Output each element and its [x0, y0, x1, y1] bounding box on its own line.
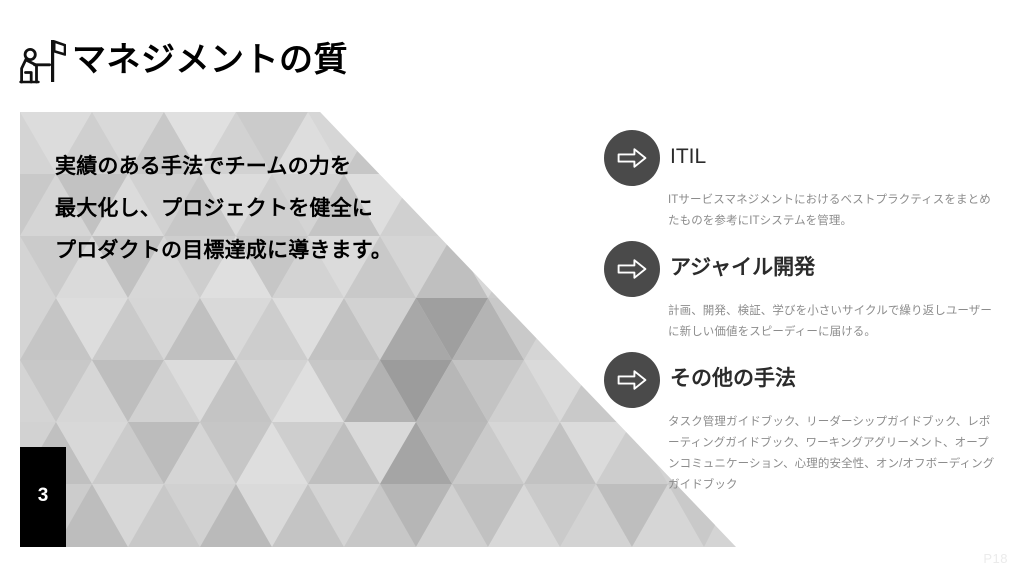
method-list: ITIL ITサービスマネジメントにおけるベストプラクティスをまとめたものを参考… [604, 130, 1004, 505]
method-description: タスク管理ガイドブック、リーダーシップガイドブック、レポーティングガイドブック、… [668, 416, 995, 491]
arrow-right-icon [604, 241, 660, 297]
method-header: ITIL [604, 130, 1004, 186]
method-item-other[interactable]: その他の手法 タスク管理ガイドブック、リーダーシップガイドブック、レポーティング… [604, 352, 1004, 496]
method-title: アジャイル開発 [670, 256, 816, 279]
page-title: マネジメントの質 [72, 41, 348, 79]
method-description: ITサービスマネジメントにおけるベストプラクティスをまとめたものを参考にITシス… [668, 194, 991, 227]
method-title: その他の手法 [670, 367, 796, 390]
goal-flag-icon [16, 36, 67, 86]
method-item-agile[interactable]: アジャイル開発 計画、開発、検証、学びを小さいサイクルで繰り返しユーザーに新しい… [604, 241, 1004, 343]
slide-header: マネジメントの質 [0, 0, 1024, 108]
method-title: ITIL [670, 145, 707, 168]
hero-headline: 実績のある手法でチームの力を 最大化し、プロジェクトを健全に プロダクトの目標達… [55, 155, 393, 262]
page-number-badge: 3 [20, 447, 66, 547]
method-header: アジャイル開発 [604, 241, 1004, 297]
page-number-value: 3 [37, 485, 49, 506]
arrow-right-icon [604, 352, 660, 408]
arrow-right-icon [604, 130, 660, 186]
method-item-itil[interactable]: ITIL ITサービスマネジメントにおけるベストプラクティスをまとめたものを参考… [604, 130, 1004, 232]
footer-page-label: P18 [983, 551, 1008, 566]
method-header: その他の手法 [604, 352, 1004, 408]
method-description: 計画、開発、検証、学びを小さいサイクルで繰り返しユーザーに新しい価値をスピーディ… [668, 305, 992, 338]
